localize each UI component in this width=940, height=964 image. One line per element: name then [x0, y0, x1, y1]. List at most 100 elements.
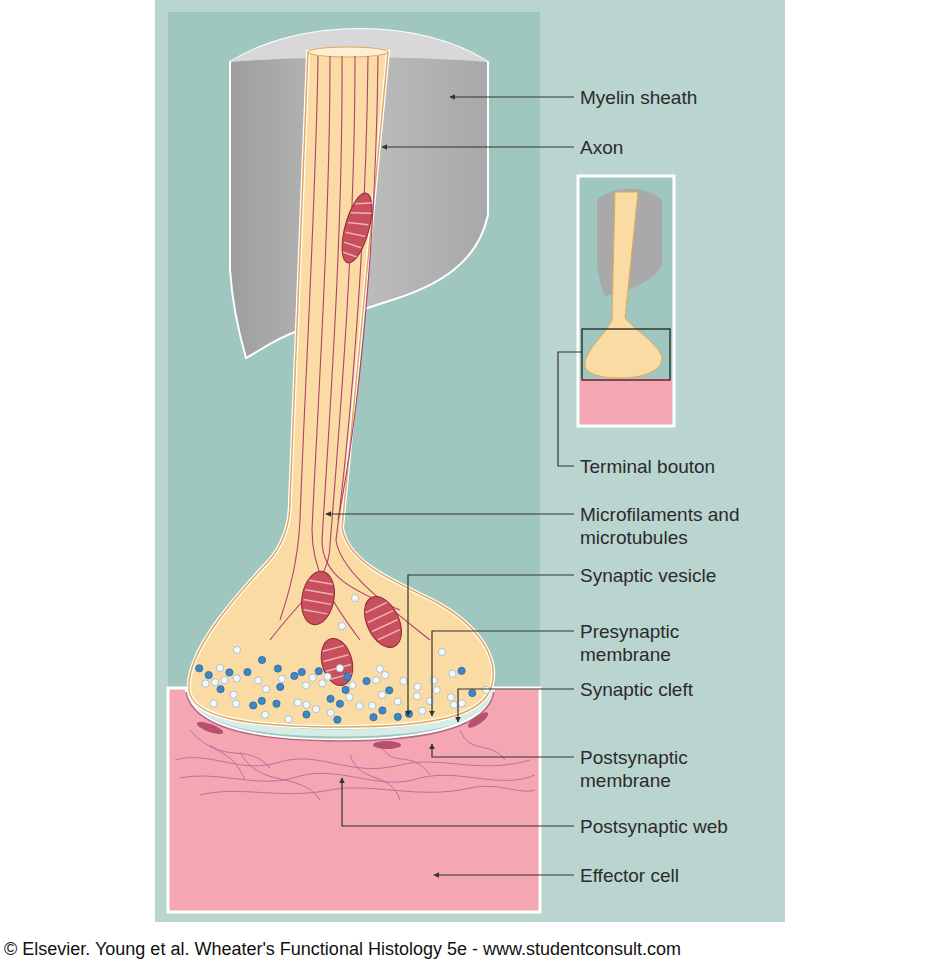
cleft-label: Synaptic cleft [580, 678, 920, 701]
vesicle [369, 702, 376, 709]
vesicle [216, 664, 223, 671]
vesicle [205, 671, 212, 678]
vesicle [319, 680, 326, 687]
vesicle [327, 695, 334, 702]
vesicle [386, 687, 393, 694]
vesicle [483, 686, 490, 693]
vesicle [379, 707, 386, 714]
vesicle [469, 689, 476, 696]
vesicle [211, 679, 218, 686]
vesicle [405, 710, 412, 717]
vesicle [278, 675, 285, 682]
vesicle [196, 665, 203, 672]
vesicle [285, 716, 292, 723]
vesicle [233, 646, 240, 653]
vesicle [315, 668, 322, 675]
microfilament-label: Microfilaments and microtubules [580, 503, 780, 549]
vesicle [334, 716, 341, 723]
vesicle [400, 677, 407, 684]
inset-figure [578, 176, 674, 426]
vesicle [312, 706, 319, 713]
part-name: Synaptic vesicle [580, 564, 920, 587]
vesicle [433, 686, 440, 693]
vesicle [232, 700, 239, 707]
vesicle [258, 656, 265, 663]
vesicle [344, 673, 351, 680]
leader-lines [326, 97, 582, 875]
microfilaments [270, 56, 430, 640]
axon-cut-end [308, 47, 388, 57]
part-name: Effector cell [580, 864, 920, 887]
vesicle [363, 677, 370, 684]
vesicle [376, 665, 383, 672]
part-name: Myelin sheath [580, 86, 920, 109]
figure-caption: © Elsevier. Young et al. Wheater's Funct… [4, 938, 681, 960]
vesicle [273, 700, 280, 707]
part-name: Axon [580, 136, 920, 159]
vesicle [303, 711, 310, 718]
vesicle [346, 694, 353, 701]
part-name: Postsynaptic membrane [580, 746, 735, 792]
vesicle [378, 691, 385, 698]
postsynaptic-label: Postsynaptic membrane [580, 746, 735, 792]
vesicle [327, 709, 334, 716]
axon-terminal [189, 52, 493, 727]
vesicle [294, 699, 301, 706]
vesicle [258, 697, 265, 704]
vesicle [419, 707, 426, 714]
vesicle [262, 711, 269, 718]
vesicle [274, 665, 281, 672]
vesicle [458, 667, 465, 674]
vesicle [372, 677, 379, 684]
vesicle [254, 677, 261, 684]
vesicle [277, 683, 284, 690]
postsynaptic-web [175, 730, 535, 800]
vesicle [338, 622, 345, 629]
vesicle [382, 671, 389, 678]
vesicle [217, 686, 224, 693]
part-name: Postsynaptic web [580, 815, 920, 838]
vesicle [430, 677, 437, 684]
web-label: Postsynaptic web [580, 815, 920, 838]
vesicle [250, 702, 257, 709]
vesicle [244, 668, 251, 675]
vesicle [221, 677, 228, 684]
vesicle [413, 693, 420, 700]
vesicle [336, 700, 343, 707]
vesicle [233, 675, 240, 682]
mitochondria [298, 190, 409, 689]
vesicle [342, 686, 349, 693]
vesicle [230, 691, 237, 698]
axon-label: Axon [580, 136, 920, 159]
myelin-cap [230, 29, 488, 62]
vesicle [394, 698, 401, 705]
vesicle [324, 673, 331, 680]
vesicle [450, 701, 457, 708]
vesicle [336, 665, 343, 672]
vesicle-label: Synaptic vesicle [580, 564, 920, 587]
caption-wrap: © Elsevier. Young et al. Wheater's Funct… [4, 938, 681, 960]
vesicle [447, 694, 454, 701]
axon-membrane [189, 52, 493, 727]
synaptic-vesicles [196, 594, 490, 723]
vesicle [349, 682, 356, 689]
vesicle [291, 672, 298, 679]
vesicle [302, 682, 309, 689]
bouton-label: Terminal bouton [580, 455, 920, 478]
vesicle [303, 701, 310, 708]
vesicle [298, 669, 305, 676]
part-name: Synaptic cleft [580, 678, 920, 701]
vesicle [226, 669, 233, 676]
part-name: Terminal bouton [580, 455, 920, 478]
vesicle [394, 713, 401, 720]
effector-label: Effector cell [580, 864, 920, 887]
vesicle [262, 685, 269, 692]
vesicle [438, 648, 445, 655]
part-name: Microfilaments and microtubules [580, 503, 780, 549]
vesicle [351, 594, 358, 601]
vesicle [210, 700, 217, 707]
vesicle [202, 680, 209, 687]
myelin-label: Myelin sheath [580, 86, 920, 109]
